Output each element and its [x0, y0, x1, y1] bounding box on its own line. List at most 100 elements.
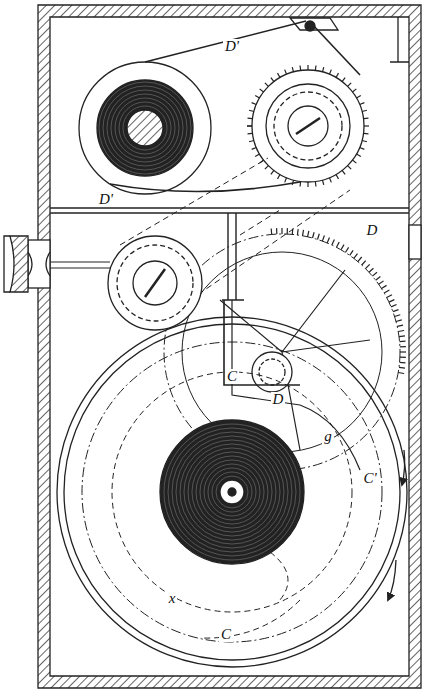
film-coil: [103, 86, 187, 170]
gear-tooth: [248, 133, 253, 135]
part-letter: D': [223, 39, 241, 54]
gear-tooth: [302, 230, 303, 236]
gear-tooth: [336, 174, 339, 178]
gear-tooth: [362, 140, 367, 141]
gear-tooth: [399, 335, 405, 337]
gear-tooth: [307, 182, 308, 187]
film-coil: [99, 82, 191, 174]
film-coil: [176, 436, 288, 548]
gear-tooth: [292, 228, 294, 234]
gear-tooth: [369, 268, 373, 272]
gear-tooth: [342, 78, 345, 82]
part-letter: C: [219, 627, 233, 642]
gear-tooth: [271, 228, 273, 234]
film-coil: [204, 464, 260, 520]
gear-tooth: [287, 228, 288, 234]
gear-tooth: [352, 160, 356, 163]
gear-tooth: [285, 70, 287, 75]
gear-tooth: [391, 305, 397, 307]
gear-tooth: [252, 147, 257, 149]
gear-tooth: [342, 170, 345, 174]
gear-tooth: [329, 178, 331, 183]
gear-tooth: [348, 83, 352, 87]
gear-tooth: [362, 261, 366, 265]
gear-tooth: [322, 235, 324, 241]
gear-tooth: [376, 277, 381, 281]
gear-tooth: [360, 103, 365, 105]
film-coil: [184, 444, 280, 540]
gear-tooth: [336, 73, 339, 77]
gear-tooth: [317, 234, 319, 240]
film-coil: [119, 102, 171, 154]
gear-tooth: [329, 70, 331, 75]
gear-tooth: [396, 320, 402, 322]
gear-tooth: [372, 272, 377, 276]
gear-tooth: [393, 310, 399, 312]
gear-tooth: [336, 242, 339, 247]
gear-tooth: [276, 228, 277, 234]
gear-tooth: [350, 250, 353, 255]
part-letter: C: [225, 369, 239, 384]
gear-tooth: [364, 133, 369, 135]
gear-tooth: [387, 295, 392, 298]
gear-tooth: [260, 89, 264, 92]
gear-tooth: [360, 147, 365, 149]
part-letter: C': [361, 471, 378, 486]
gear-tooth: [400, 341, 406, 343]
gear-tooth: [398, 330, 404, 331]
gear-tooth: [313, 232, 315, 238]
gear-tooth: [400, 357, 406, 358]
film-coil: [123, 106, 167, 150]
gear-tooth: [265, 166, 269, 170]
gear-tooth: [315, 66, 317, 71]
part-letter: D': [97, 192, 115, 207]
gear-tooth: [255, 154, 259, 157]
gear-tooth: [248, 117, 253, 119]
gear-tooth: [308, 231, 309, 237]
gear-tooth: [249, 110, 254, 111]
gear-tooth: [327, 237, 329, 243]
gear-tooth: [292, 67, 293, 72]
film-coil: [168, 428, 296, 556]
gear-tooth: [297, 229, 299, 235]
gear-tooth: [247, 125, 252, 126]
gear-tooth: [356, 96, 360, 99]
gear-tooth: [278, 174, 281, 178]
gear-tooth: [389, 300, 394, 303]
gear-tooth: [271, 78, 274, 82]
gear-tooth: [247, 125, 252, 126]
gear-tooth: [397, 325, 403, 326]
gear-tooth: [395, 315, 401, 317]
film-coil: [172, 432, 292, 552]
gear-tooth: [398, 372, 404, 373]
film-coil: [212, 472, 252, 512]
gear-tooth: [365, 264, 369, 268]
film-coil: [115, 98, 175, 158]
film-coil: [180, 440, 284, 544]
part-letter: g: [322, 429, 334, 444]
gear-tooth: [400, 346, 406, 347]
gear-tooth: [382, 285, 387, 288]
film-coil: [188, 448, 276, 536]
gear-tooth: [379, 281, 384, 284]
gear-tooth: [348, 166, 352, 170]
film-coil: [164, 424, 300, 560]
gear-tooth: [322, 180, 323, 185]
film-coil: [111, 94, 179, 162]
film-coil: [196, 456, 268, 528]
gear-tooth: [252, 103, 257, 105]
gear-tooth: [307, 65, 308, 70]
gear-tooth: [399, 367, 405, 369]
gear-tooth: [354, 254, 358, 259]
gear-tooth: [400, 362, 406, 364]
gear-tooth: [400, 351, 406, 352]
gear-tooth: [364, 125, 369, 126]
gear-tooth: [384, 290, 389, 293]
gear-tooth: [322, 67, 323, 72]
film-coil: [107, 90, 183, 166]
film-coil: [216, 476, 248, 508]
film-coil: [200, 460, 264, 524]
gear-tooth: [358, 257, 362, 262]
